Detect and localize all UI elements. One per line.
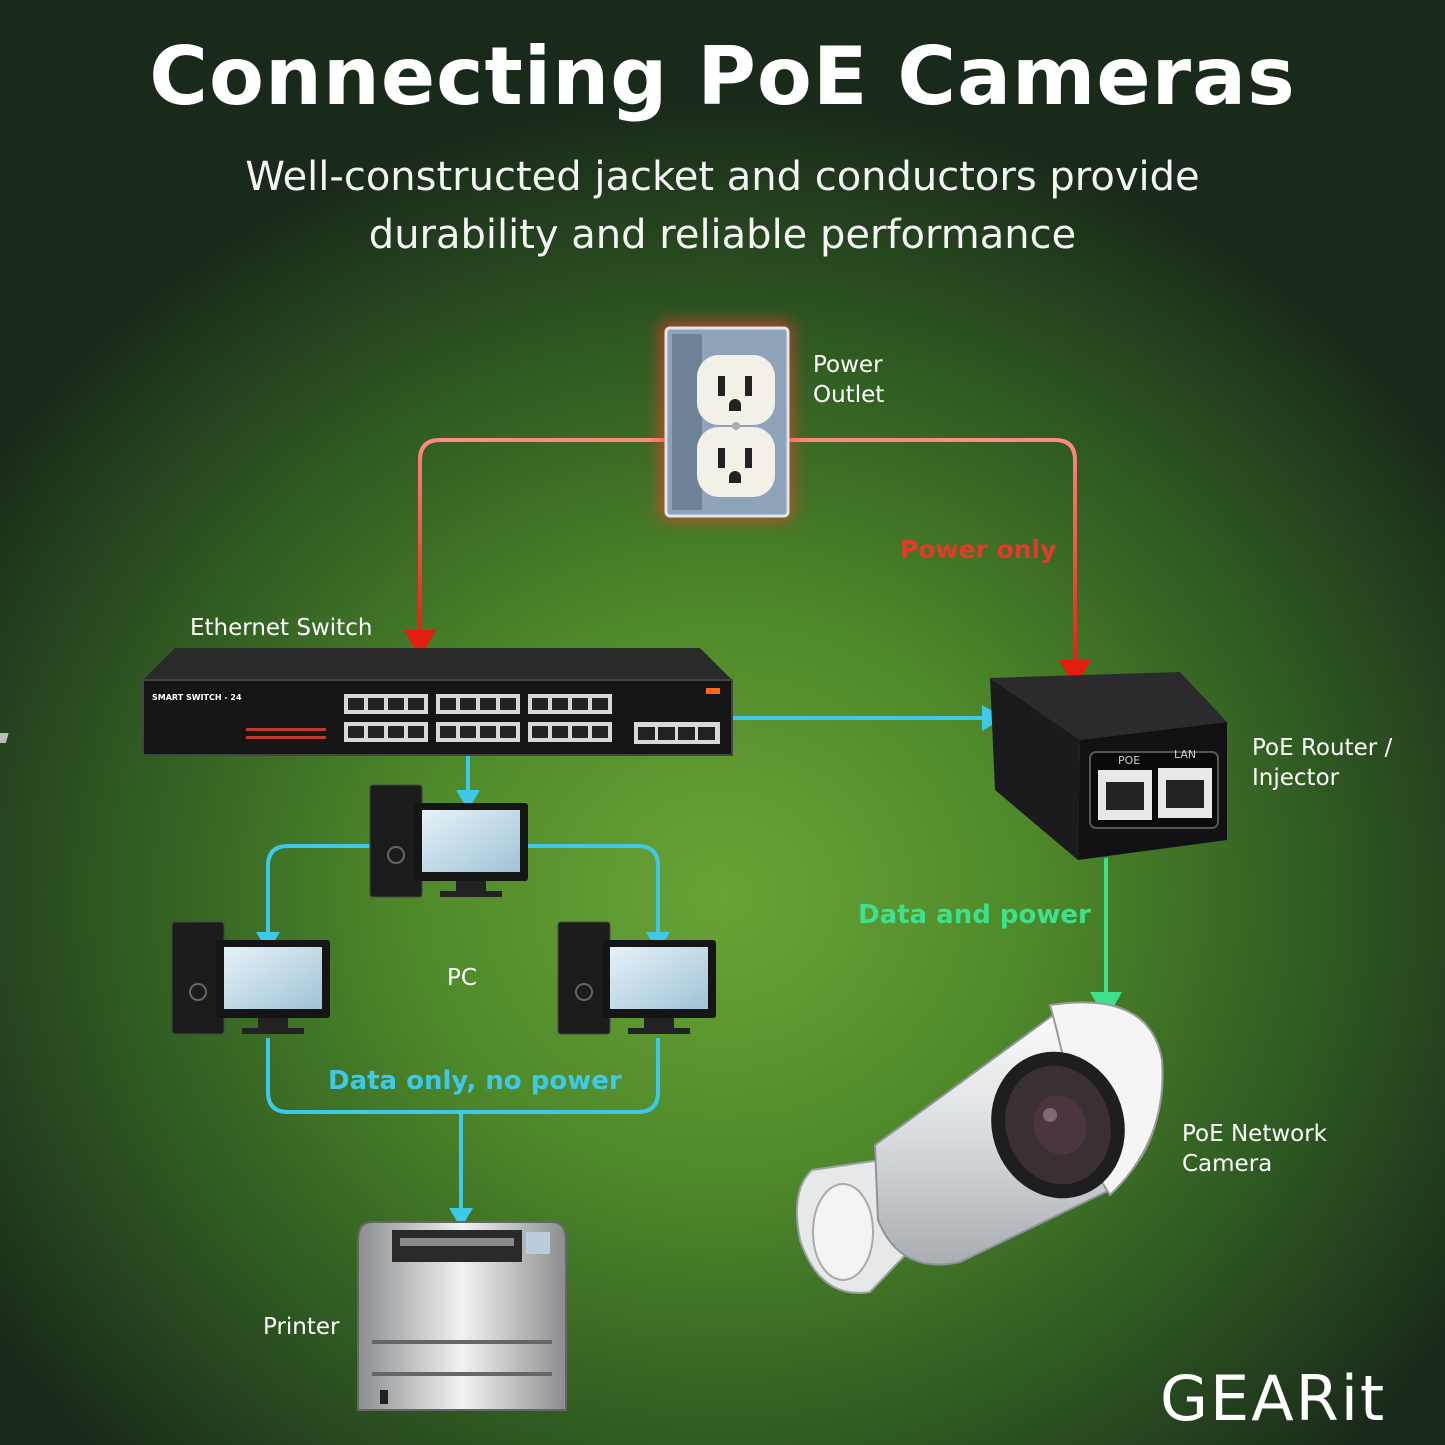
camera-label: PoE Network Camera xyxy=(1182,1121,1327,1177)
switch-model-label: SMART SWITCH - 24 xyxy=(152,693,242,702)
power-lines xyxy=(404,438,1091,688)
printer-icon xyxy=(357,1221,567,1411)
injector-lan-port-label: LAN xyxy=(1174,748,1196,761)
switch-to-injector-line xyxy=(732,705,1004,731)
poe-injector-icon xyxy=(990,672,1227,860)
pc-left-icon xyxy=(171,921,330,1035)
ethernet-switch-label: Ethernet Switch xyxy=(190,615,373,641)
poe-injector-label: PoE Router / Injector xyxy=(1252,735,1393,791)
page-subtitle: Well-constructed jacket and conductors p… xyxy=(245,154,1200,258)
page-title: Connecting PoE Cameras xyxy=(149,30,1296,123)
injector-to-camera-line xyxy=(1090,858,1122,1020)
camera-icon xyxy=(795,1001,1164,1294)
pc-label: PC xyxy=(447,965,477,991)
data-and-power-label: Data and power xyxy=(858,900,1091,930)
pc-network-lines xyxy=(266,756,660,1210)
gearit-logo: GEARit xyxy=(1160,1362,1387,1435)
pc-top-icon xyxy=(369,784,528,898)
pc-right-icon xyxy=(557,921,716,1035)
power-only-label: Power only xyxy=(900,535,1057,564)
data-only-label: Data only, no power xyxy=(328,1066,622,1096)
power-outlet-label: Power Outlet xyxy=(813,352,885,408)
printer-label: Printer xyxy=(263,1314,340,1340)
injector-poe-port-label: POE xyxy=(1118,754,1140,767)
power-outlet-icon xyxy=(660,322,792,520)
ethernet-switch-icon xyxy=(0,648,733,756)
